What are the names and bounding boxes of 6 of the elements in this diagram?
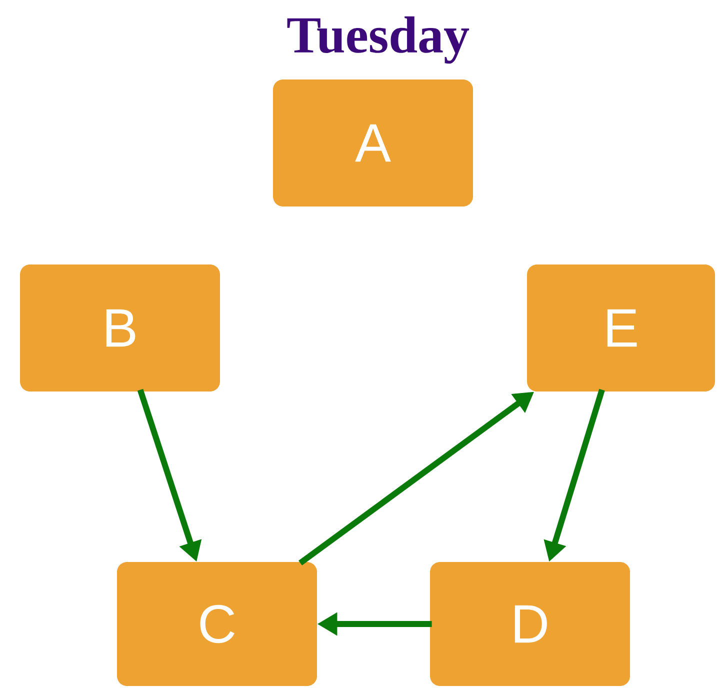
process-box: C: [117, 562, 317, 686]
process-box: E: [527, 264, 715, 392]
process-box: B: [20, 264, 220, 392]
title: Tuesday: [287, 16, 470, 64]
process-box: D: [430, 562, 630, 686]
process-box: A: [273, 80, 473, 206]
